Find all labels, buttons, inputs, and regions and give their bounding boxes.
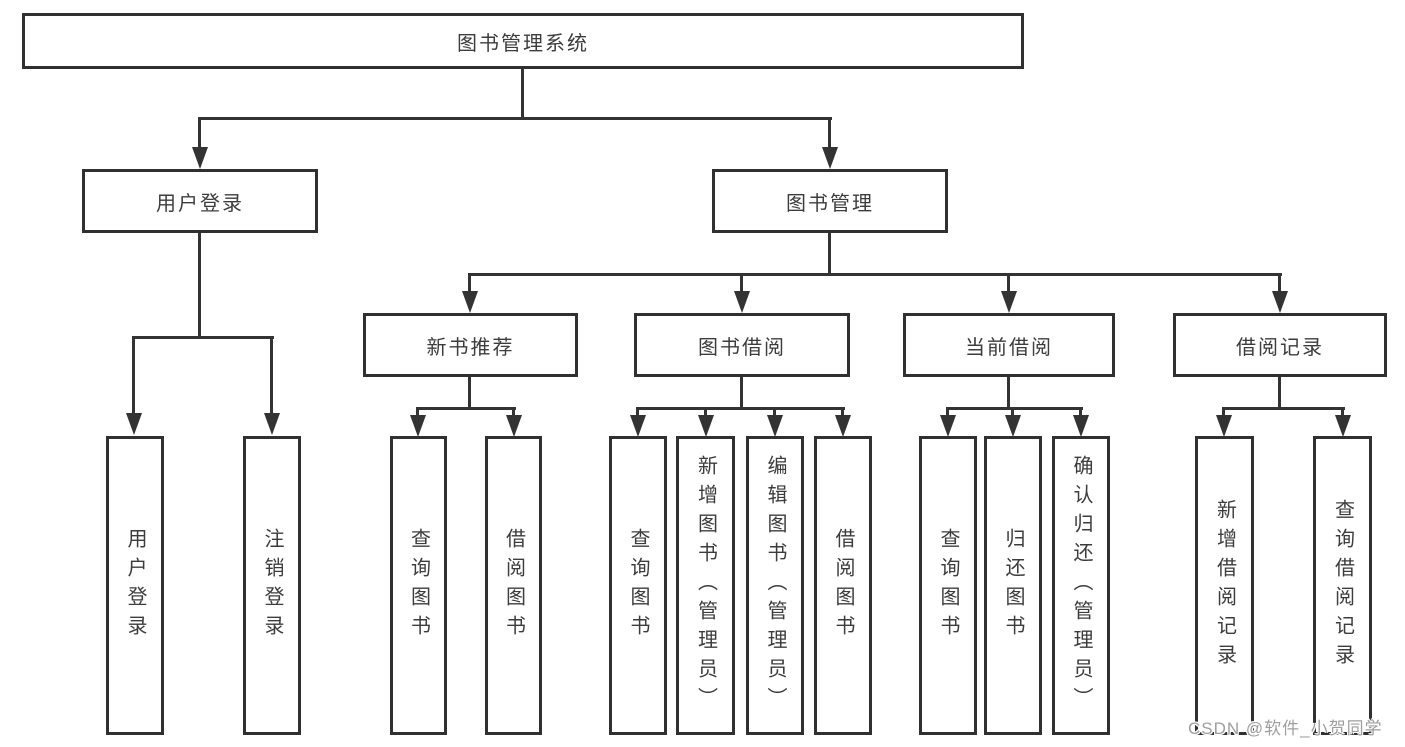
csdn-watermark: CSDN @软件_小贺同学 [1188,719,1383,738]
arrowhead-down-icon [1001,291,1017,313]
arrowhead-down-icon [734,291,750,313]
leaf-user-login: 用户登录 [106,436,164,735]
arrowhead-down-icon [126,413,142,435]
node-current-borrowing: 当前借阅 [903,313,1115,377]
arrowhead-down-icon [835,415,851,437]
arrowhead-down-icon [822,147,838,169]
line [468,273,471,293]
arrowhead-down-icon [410,415,426,437]
node-label: 用户登录 [156,192,244,215]
line [828,233,831,276]
line [1222,407,1345,410]
leaf-return-books: 归还图书 [984,436,1042,735]
line [521,69,524,119]
leaf-borrow-books-borrowing: 借阅图书 [814,436,872,735]
leaf-add-books-admin: 新增图书（管理员） [676,436,735,735]
line [841,407,844,417]
leaf-borrow-books-recommend: 借阅图书 [485,436,542,735]
line [636,407,639,417]
leaf-label: 确认归还（管理员） [1070,455,1092,716]
line [198,117,832,120]
node-new-book-recommend: 新书推荐 [363,313,578,377]
node-label: 当前借阅 [965,336,1053,359]
line [132,336,135,414]
leaf-label: 编辑图书（管理员） [764,455,786,716]
leaf-label: 注销登录 [261,527,283,644]
arrowhead-down-icon [462,291,478,313]
line [198,117,201,149]
arrowhead-down-icon [630,415,646,437]
leaf-query-books-recommend: 查询图书 [390,436,447,735]
arrowhead-down-icon [1272,291,1288,313]
leaf-label: 查询图书 [937,527,959,644]
node-label: 图书借阅 [698,336,786,359]
leaf-add-borrow-record: 新增借阅记录 [1195,436,1254,735]
line [416,407,516,410]
leaf-label: 借阅图书 [832,527,854,644]
line [1007,273,1010,293]
leaf-label: 新增借阅记录 [1213,498,1236,673]
node-label: 借阅记录 [1236,336,1324,359]
line [740,273,743,293]
leaf-query-books-current: 查询图书 [919,436,977,735]
leaf-query-books-borrowing: 查询图书 [609,436,667,735]
line [416,407,419,417]
arrowhead-down-icon [506,415,522,437]
leaf-label: 查询图书 [407,527,430,644]
line [946,407,1083,410]
leaf-edit-books-admin: 编辑图书（管理员） [746,436,804,735]
arrowhead-down-icon [767,415,783,437]
line [270,336,273,414]
line [1278,273,1281,293]
node-book-management: 图书管理 [712,169,948,233]
line [1007,377,1010,410]
line [198,233,201,339]
leaf-label: 查询借阅记录 [1331,498,1354,673]
line [1079,407,1082,417]
line [132,336,274,339]
node-book-borrowing: 图书借阅 [634,313,850,377]
arrowhead-down-icon [698,415,714,437]
line [512,407,515,417]
line [1222,407,1225,417]
line [704,407,707,417]
line [828,117,831,149]
arrowhead-down-icon [1216,415,1232,437]
arrowhead-down-icon [1073,415,1089,437]
node-user-login: 用户登录 [82,169,318,233]
line [468,377,471,410]
leaf-query-borrow-record: 查询借阅记录 [1313,436,1372,735]
line [1278,377,1281,410]
leaf-confirm-return-admin: 确认归还（管理员） [1052,436,1110,735]
arrowhead-down-icon [1335,415,1351,437]
arrowhead-down-icon [1005,415,1021,437]
line [773,407,776,417]
arrowhead-down-icon [264,413,280,435]
line [1341,407,1344,417]
arrowhead-down-icon [192,147,208,169]
node-root-library-system: 图书管理系统 [22,13,1024,69]
line [636,407,845,410]
line [946,407,949,417]
line [740,377,743,410]
line [469,273,1282,276]
leaf-label: 新增图书（管理员） [694,455,717,716]
leaf-label: 用户登录 [124,527,146,644]
leaf-label: 归还图书 [1002,527,1024,644]
node-label: 图书管理系统 [457,32,589,55]
node-label: 新书推荐 [426,336,515,359]
line [1011,407,1014,417]
node-borrow-records: 借阅记录 [1173,313,1387,377]
arrowhead-down-icon [940,415,956,437]
leaf-label: 查询图书 [627,527,649,644]
leaf-label: 借阅图书 [502,527,525,644]
leaf-logout: 注销登录 [243,436,301,735]
node-label: 图书管理 [786,192,874,215]
